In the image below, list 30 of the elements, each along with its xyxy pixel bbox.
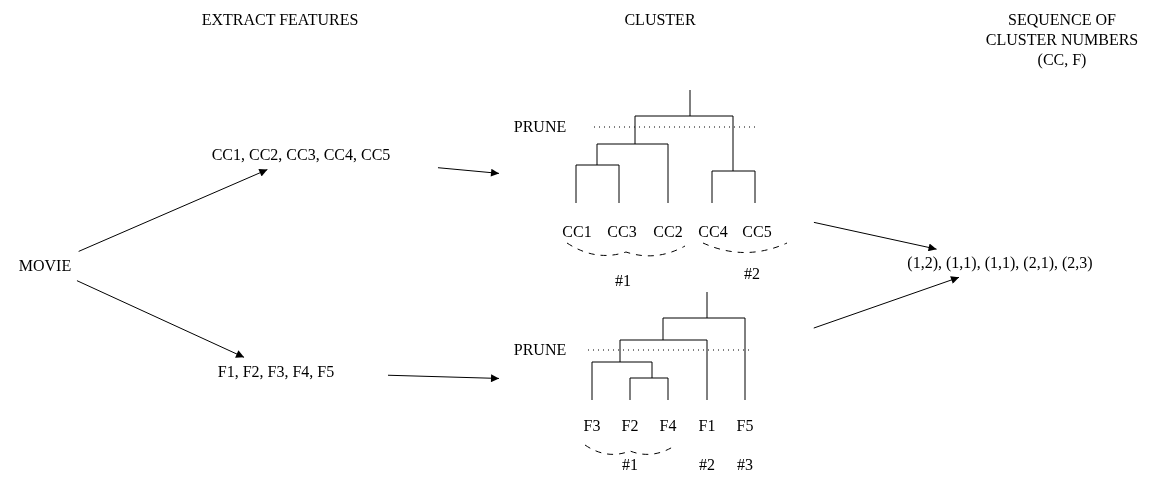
arrow <box>813 276 960 329</box>
prune-label: PRUNE <box>512 340 568 360</box>
leaf-label: CC3 <box>606 222 638 242</box>
leaf-label: F4 <box>658 416 678 436</box>
leaf-label: CC4 <box>697 222 729 242</box>
leaf-label: CC1 <box>561 222 593 242</box>
cluster-number: #1 <box>614 271 632 291</box>
node-text: CC1, CC2, CC3, CC4, CC5 <box>168 142 434 168</box>
cluster-number: #1 <box>621 455 639 475</box>
node-text: F1, F2, F3, F4, F5 <box>168 359 384 385</box>
column-heading: CLUSTER <box>623 10 697 30</box>
leaf-label: F3 <box>582 416 602 436</box>
leaf-label: F2 <box>620 416 640 436</box>
node-text: MOVIE <box>8 253 82 279</box>
cluster-number: #2 <box>743 264 761 284</box>
cluster-number: #2 <box>698 455 716 475</box>
leaf-label: CC2 <box>652 222 684 242</box>
column-heading: EXTRACT FEATURES <box>200 10 360 30</box>
arrow <box>78 169 268 252</box>
cluster-number: #3 <box>736 455 754 475</box>
prune-label: PRUNE <box>512 117 568 137</box>
column-heading: SEQUENCE OF CLUSTER NUMBERS (CC, F) <box>984 10 1140 70</box>
arrow <box>437 167 500 177</box>
leaf-label: F5 <box>735 416 755 436</box>
arrow <box>387 374 500 383</box>
arrow <box>76 280 245 358</box>
node-text: (1,2), (1,1), (1,1), (2,1), (2,3) <box>882 250 1118 276</box>
leaf-label: CC5 <box>741 222 773 242</box>
leaf-label: F1 <box>697 416 717 436</box>
arrow <box>813 221 938 252</box>
